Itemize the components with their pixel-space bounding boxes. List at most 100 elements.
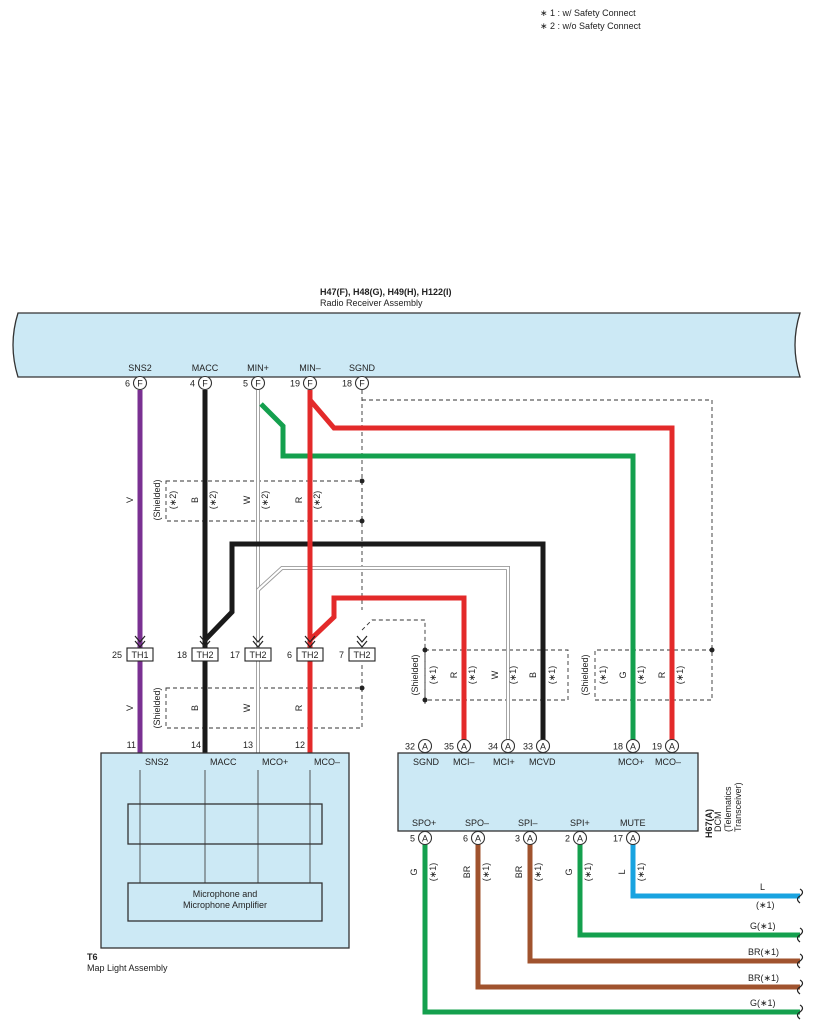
svg-text:6: 6 <box>125 379 130 389</box>
shielded-label-dcm-1: (Shielded) <box>410 654 420 695</box>
svg-text:F: F <box>359 379 365 389</box>
svg-text:2: 2 <box>565 834 570 844</box>
svg-text:34: 34 <box>488 742 498 752</box>
svg-text:(∗1): (∗1) <box>428 863 438 882</box>
svg-text:(∗1): (∗1) <box>533 863 543 882</box>
svg-text:(∗1): (∗1) <box>598 666 608 685</box>
shield-line-dcm-left <box>361 619 426 704</box>
map-pin-label-mcop: MCO+ <box>262 757 288 767</box>
radio-pin-label-minp: MIN+ <box>247 363 269 373</box>
wire-label-r-upper: R <box>294 496 304 503</box>
wire-green-mcop <box>259 402 636 746</box>
radio-pin-minm[interactable]: F 19 <box>290 375 318 391</box>
svg-text:(∗1): (∗1) <box>428 666 438 685</box>
radio-pin-sgnd[interactable]: F 18 <box>342 375 370 391</box>
wire-label-g-dcm: G <box>618 671 628 678</box>
junction-th2-7: TH2 7 <box>339 635 376 662</box>
output-note-l: (∗1) <box>756 900 775 910</box>
dcm-pin-spim[interactable]: A 3 <box>515 830 538 846</box>
svg-text:TH2: TH2 <box>301 650 318 660</box>
map-pin-label-macc: MACC <box>210 757 237 767</box>
dcm-pin-label-sgnd: SGND <box>413 757 440 767</box>
radio-pin-macc[interactable]: F 4 <box>190 375 213 391</box>
svg-text:A: A <box>505 742 511 752</box>
dcm-pin-mute[interactable]: A 17 <box>613 830 641 846</box>
map-pin-num-macc: 14 <box>191 740 201 750</box>
dcm-pin-mcop[interactable]: A 18 <box>613 738 641 754</box>
wire-label-v-upper: V <box>125 497 135 503</box>
radio-pin-minp[interactable]: F 5 <box>243 375 266 391</box>
junction-th1: TH1 25 <box>112 635 154 662</box>
svg-text:TH2: TH2 <box>249 650 266 660</box>
svg-text:(∗1): (∗1) <box>547 666 557 685</box>
svg-text:3: 3 <box>515 834 520 844</box>
wire-blue-mute <box>630 843 800 899</box>
wire-label-spom: BR <box>462 865 472 878</box>
dcm-pin-label-mcim: MCI– <box>453 757 475 767</box>
svg-text:A: A <box>630 742 636 752</box>
svg-text:19: 19 <box>290 379 300 389</box>
wire-brown-spim <box>527 843 800 964</box>
dcm-pin-label-spop: SPO+ <box>412 818 436 828</box>
svg-text:6: 6 <box>287 650 292 660</box>
wire-label-w-dcm: W <box>490 670 500 679</box>
svg-text:(∗1): (∗1) <box>508 666 518 685</box>
svg-text:18: 18 <box>342 379 352 389</box>
wire-label-b-upper: B <box>190 497 200 503</box>
wire-label-spop: G <box>409 868 419 875</box>
wire-label-b-lower: B <box>190 705 200 711</box>
map-light-box <box>100 752 350 949</box>
svg-text:19: 19 <box>652 742 662 752</box>
dcm-pin-spom[interactable]: A 6 <box>463 830 486 846</box>
junction-th2-6: TH2 6 <box>287 635 324 662</box>
dcm-pin-spip[interactable]: A 2 <box>565 830 588 846</box>
map-light-code: T6 <box>87 952 98 962</box>
dcm-pin-label-mcvd: MCVD <box>529 757 556 767</box>
dcm-pin-mcim[interactable]: A 35 <box>444 738 472 754</box>
dcm-pin-label-spim: SPI– <box>518 818 538 828</box>
svg-text:(∗1): (∗1) <box>636 863 646 882</box>
wire-label-r-dcm: R <box>449 671 459 678</box>
mic-amplifier-block <box>127 882 323 922</box>
svg-text:TH1: TH1 <box>131 650 148 660</box>
dcm-pin-mcvd[interactable]: A 33 <box>523 738 551 754</box>
junction-th2-18: TH2 18 <box>177 635 219 662</box>
wire-green-spop <box>422 843 800 1015</box>
wire-label-r-lower: R <box>294 704 304 711</box>
shield-box-dcm-left <box>424 649 569 701</box>
svg-text:A: A <box>527 834 533 844</box>
wire-label-v-lower: V <box>125 705 135 711</box>
dcm-pin-mcom[interactable]: A 19 <box>652 738 680 754</box>
wire-black-mcvd <box>203 541 546 746</box>
radio-pin-sns2[interactable]: F 6 <box>125 375 148 391</box>
radio-name: Radio Receiver Assembly <box>320 298 423 308</box>
svg-text:25: 25 <box>112 650 122 660</box>
svg-text:A: A <box>422 742 428 752</box>
svg-text:F: F <box>307 379 313 389</box>
svg-text:7: 7 <box>339 650 344 660</box>
wire-brown-spom <box>475 843 800 990</box>
svg-text:A: A <box>540 742 546 752</box>
svg-text:A: A <box>422 834 428 844</box>
output-label-g2: G(∗1) <box>750 998 776 1008</box>
output-label-br2: BR(∗1) <box>748 973 779 983</box>
map-pin-num-mcom: 12 <box>295 740 305 750</box>
svg-text:18: 18 <box>613 742 623 752</box>
dcm-pin-spop[interactable]: A 5 <box>410 830 433 846</box>
output-label-g1: G(∗1) <box>750 921 776 931</box>
wire-red-mcim <box>308 595 467 746</box>
wire-label-w-lower: W <box>242 703 252 712</box>
dcm-pin-label-spom: SPO– <box>465 818 489 828</box>
dcm-pin-mcip[interactable]: A 34 <box>488 738 516 754</box>
svg-text:F: F <box>137 379 143 389</box>
svg-text:32: 32 <box>405 742 415 752</box>
svg-text:(∗2): (∗2) <box>260 491 270 510</box>
map-pin-label-mcom: MCO– <box>314 757 340 767</box>
dcm-pin-sgnd[interactable]: A 32 <box>405 738 433 754</box>
shield-line-dcm-right <box>362 399 713 701</box>
map-pin-num-sns2: 11 <box>127 740 136 750</box>
svg-text:A: A <box>630 834 636 844</box>
svg-text:TH2: TH2 <box>353 650 370 660</box>
wire-label-b-dcm: B <box>528 672 538 678</box>
